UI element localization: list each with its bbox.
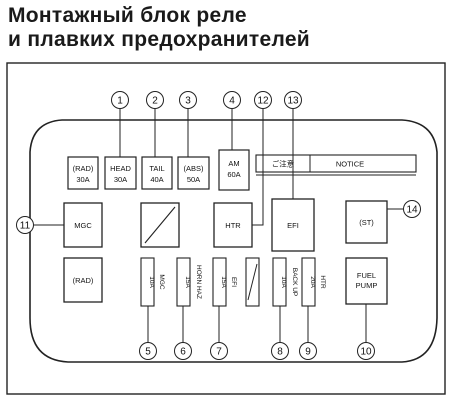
mini-fuse-10a-mgc: 10A MGC (140, 257, 165, 307)
mini-fuse-15a-efi: 15A EFI (212, 257, 237, 307)
callout-number: 12 (257, 96, 269, 107)
mini-fuse-rating: 10A (148, 276, 155, 288)
fuse-rating: 30A (114, 175, 127, 184)
relay-htr-label: HTR (225, 221, 241, 230)
mini-fuse-spare-slot (245, 257, 260, 307)
callout-12: 12 (254, 91, 272, 109)
fuse-label: AM (228, 159, 239, 168)
relay-mgc-label: MGC (74, 221, 92, 230)
fuse-label: (ABS) (183, 164, 204, 173)
fuse-rating: 40A (150, 175, 163, 184)
callout-number: 5 (145, 347, 151, 358)
fuse-tail-40a: TAIL 40A (141, 156, 173, 190)
callout-14: 14 (403, 200, 421, 218)
callout-8: 8 (271, 342, 289, 360)
fuse-block-outline (29, 119, 438, 363)
fuse-label: (RAD) (73, 164, 94, 173)
leader-lines (34, 109, 403, 342)
callout-number: 8 (277, 347, 283, 358)
relay-rad: (RAD) (63, 257, 103, 303)
relay-st-label: (ST) (359, 218, 374, 227)
relay-st: (ST) (345, 200, 388, 244)
mini-fuse-rating: 15A (220, 276, 227, 288)
notice-label: ご注意 NOTICE (255, 154, 417, 176)
callout-13: 13 (284, 91, 302, 109)
mini-fuse-15a-horn-haz: 15A HORN HAZ (176, 257, 202, 307)
mini-fuse-name: HTR (319, 275, 326, 289)
mini-fuse-10a-back-up: 10A BACK UP (272, 257, 298, 307)
title-line-1: Монтажный блок реле (8, 4, 247, 27)
relay-pump-label: PUMP (356, 281, 378, 290)
callout-number: 2 (152, 96, 158, 107)
mini-fuse-name: HORN HAZ (195, 265, 202, 299)
mini-fuse-name: MGC (158, 274, 165, 289)
callout-5: 5 (139, 342, 157, 360)
callout-number: 13 (287, 96, 299, 107)
fuse-rating: 30A (76, 175, 89, 184)
mini-fuse-name: BACK UP (291, 268, 298, 297)
page-title: Монтажный блок реле и плавких предохрани… (8, 4, 310, 52)
fuse-rating: 60A (227, 170, 240, 179)
mini-fuse-rating: 15A (184, 276, 191, 288)
callout-number: 10 (360, 347, 372, 358)
fuse-rad-30a: (RAD) 30A (67, 156, 99, 190)
callout-number: 3 (185, 96, 191, 107)
callout-number: 1 (117, 96, 123, 107)
relay-efi-label: EFI (287, 221, 299, 230)
relay-fuel-label: FUEL (357, 271, 376, 280)
fuse-label: HEAD (110, 164, 131, 173)
callout-number: 11 (20, 221, 31, 232)
notice-en-text: NOTICE (336, 160, 364, 169)
mini-fuse-20a-htr: 20A HTR (301, 257, 326, 307)
relay-htr: HTR (213, 202, 253, 248)
relay-mgc: MGC (63, 202, 103, 248)
mini-fuse-rating: 10A (280, 276, 287, 288)
callout-number: 7 (216, 347, 222, 358)
callout-number: 4 (229, 96, 235, 107)
mini-fuse-rating: 20A (309, 276, 316, 288)
callout-3: 3 (179, 91, 197, 109)
relay-fuel-pump: FUEL PUMP (345, 257, 388, 305)
outer-frame (6, 62, 446, 395)
relay-spare-slot (140, 202, 180, 248)
relay-rad-label: (RAD) (73, 276, 94, 285)
callout-4: 4 (223, 91, 241, 109)
callout-number: 6 (180, 347, 186, 358)
callout-1: 1 (111, 91, 129, 109)
callout-11: 11 (16, 216, 34, 234)
callout-10: 10 (357, 342, 375, 360)
notice-jp-text: ご注意 (272, 159, 295, 169)
fuse-head-30a: HEAD 30A (104, 156, 137, 190)
title-line-2: и плавких предохранителей (8, 28, 311, 51)
mini-fuse-name: EFI (230, 277, 237, 287)
callout-6: 6 (174, 342, 192, 360)
callout-9: 9 (299, 342, 317, 360)
callout-7: 7 (210, 342, 228, 360)
fuse-am-60a: AM 60A (218, 149, 250, 191)
relay-efi: EFI (271, 198, 315, 252)
fuse-label: TAIL (149, 164, 164, 173)
callout-number: 9 (305, 347, 311, 358)
fuse-rating: 50A (187, 175, 200, 184)
fuse-abs-50a: (ABS) 50A (177, 156, 210, 190)
callout-2: 2 (146, 91, 164, 109)
callout-number: 14 (406, 205, 418, 216)
